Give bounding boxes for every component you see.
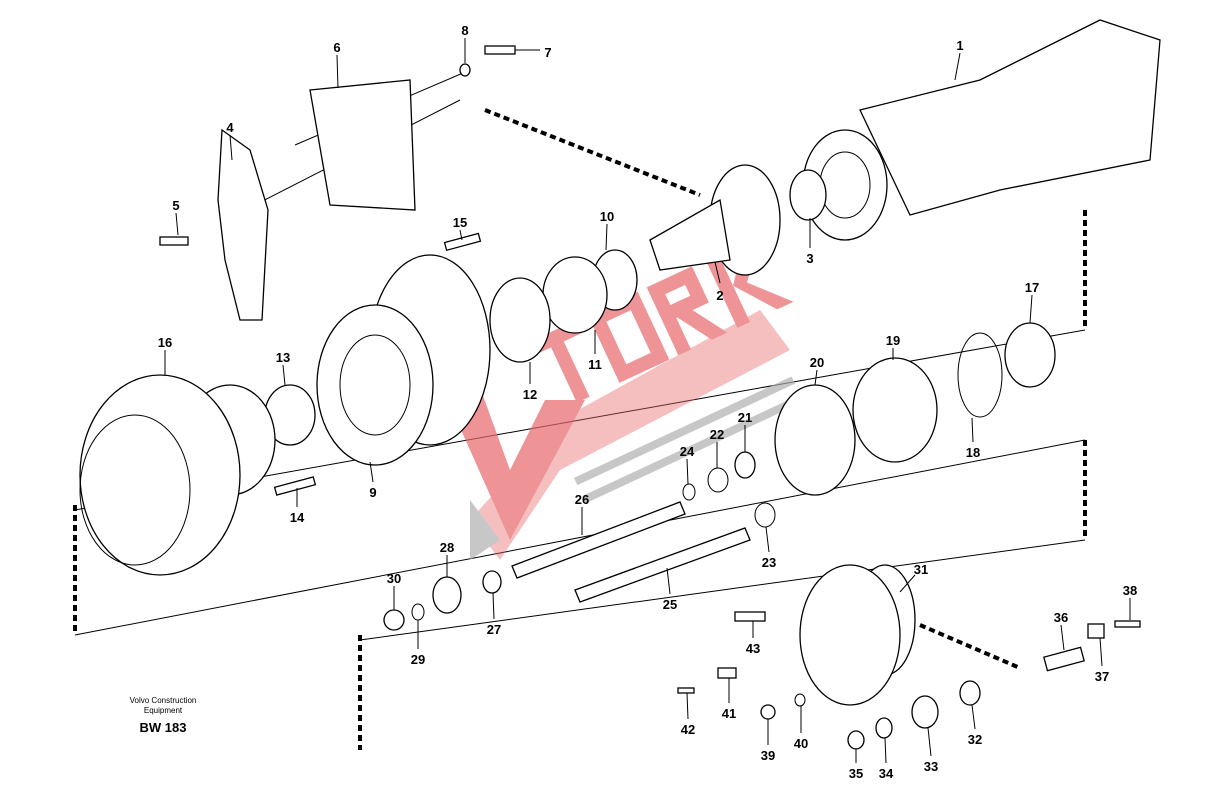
part-5-bolt <box>159 236 189 246</box>
part-20-ring-gear <box>774 384 856 496</box>
label-part-26[interactable]: 26 <box>575 492 589 507</box>
label-part-1[interactable]: 1 <box>956 38 963 53</box>
leader-lines <box>164 38 1131 764</box>
part-24-ring <box>682 483 696 501</box>
part-34-washer <box>875 717 893 739</box>
part-15-bolt <box>443 232 482 252</box>
part-31-cover <box>799 564 916 706</box>
part-labels: 1 2 3 4 5 6 7 8 9 10 11 12 13 14 15 16 1… <box>158 23 1137 781</box>
part-16-hub <box>79 374 276 576</box>
label-part-42[interactable]: 42 <box>681 722 695 737</box>
label-part-10[interactable]: 10 <box>600 209 614 224</box>
assembly-lines <box>73 69 1087 750</box>
label-part-28[interactable]: 28 <box>440 540 454 555</box>
label-part-41[interactable]: 41 <box>722 706 736 721</box>
label-part-13[interactable]: 13 <box>276 350 290 365</box>
label-part-24[interactable]: 24 <box>680 444 695 459</box>
part-1-axle-housing <box>802 19 1161 241</box>
part-36-pin <box>1043 646 1085 672</box>
label-part-17[interactable]: 17 <box>1025 280 1039 295</box>
part-7-bolt <box>484 45 516 55</box>
part-12-seal <box>489 277 551 363</box>
label-part-7[interactable]: 7 <box>544 45 551 60</box>
label-part-2[interactable]: 2 <box>716 288 723 303</box>
label-part-40[interactable]: 40 <box>794 736 808 751</box>
label-part-36[interactable]: 36 <box>1054 610 1068 625</box>
part-43-bolt <box>734 611 766 622</box>
label-part-25[interactable]: 25 <box>663 597 677 612</box>
part-28-gear <box>432 576 462 614</box>
part-30-bearing <box>383 609 405 631</box>
label-part-29[interactable]: 29 <box>411 652 425 667</box>
part-18-snap-ring <box>957 332 1003 418</box>
label-part-5[interactable]: 5 <box>172 198 179 213</box>
part-14-bolt <box>273 476 317 496</box>
label-part-23[interactable]: 23 <box>762 555 776 570</box>
part-38-screw <box>1114 620 1141 628</box>
label-part-15[interactable]: 15 <box>453 215 467 230</box>
part-39-plug <box>760 704 776 720</box>
label-part-19[interactable]: 19 <box>886 333 900 348</box>
part-2-spindle <box>649 164 781 276</box>
label-part-35[interactable]: 35 <box>849 766 863 781</box>
label-part-12[interactable]: 12 <box>523 387 537 402</box>
part-22-lock-washer <box>707 467 729 493</box>
label-part-14[interactable]: 14 <box>290 510 305 525</box>
part-29-ring <box>411 603 425 621</box>
credit-line-2: Equipment <box>143 706 183 715</box>
part-4-bracket <box>217 128 269 321</box>
label-part-39[interactable]: 39 <box>761 748 775 763</box>
drawing-code: BW 183 <box>139 720 187 735</box>
drawing-credit: Volvo Construction Equipment BW 183 <box>108 696 218 735</box>
label-part-27[interactable]: 27 <box>487 622 501 637</box>
part-25-shaft <box>574 527 751 603</box>
part-32-bearing <box>959 680 981 706</box>
label-part-11[interactable]: 11 <box>588 357 602 372</box>
part-9-brake-disc <box>316 254 491 466</box>
watermark-sanziman-letters <box>573 376 804 504</box>
part-40-seal <box>794 693 806 707</box>
part-42-pin <box>677 687 695 694</box>
label-part-33[interactable]: 33 <box>924 759 938 774</box>
label-part-22[interactable]: 22 <box>710 427 724 442</box>
label-part-38[interactable]: 38 <box>1123 583 1137 598</box>
label-part-6[interactable]: 6 <box>333 40 340 55</box>
part-19-planet-carrier <box>852 357 938 463</box>
label-part-21[interactable]: 21 <box>738 410 752 425</box>
label-part-8[interactable]: 8 <box>461 23 468 38</box>
label-part-16[interactable]: 16 <box>158 335 172 350</box>
part-17-bearing <box>1004 322 1056 388</box>
part-41-pin <box>717 667 737 679</box>
label-part-30[interactable]: 30 <box>387 571 401 586</box>
part-33-gear <box>911 695 939 729</box>
part-3-o-ring <box>789 169 827 221</box>
label-part-3[interactable]: 3 <box>806 251 813 266</box>
part-37-plate <box>1087 623 1105 639</box>
part-6-brake-caliper <box>309 79 416 211</box>
credit-line-1: Volvo Construction <box>129 696 197 705</box>
label-part-4[interactable]: 4 <box>226 120 234 135</box>
part-21-nut <box>734 451 756 479</box>
label-part-18[interactable]: 18 <box>966 445 980 460</box>
label-part-43[interactable]: 43 <box>746 641 760 656</box>
part-8-washer <box>459 63 471 77</box>
label-part-32[interactable]: 32 <box>968 732 982 747</box>
label-part-9[interactable]: 9 <box>369 485 376 500</box>
part-11-bearing <box>542 256 608 334</box>
part-26-shaft <box>511 501 686 579</box>
label-part-37[interactable]: 37 <box>1095 669 1109 684</box>
label-part-31[interactable]: 31 <box>914 562 928 577</box>
part-27-washer <box>482 570 502 594</box>
part-23-lock-washer <box>754 502 776 528</box>
label-part-34[interactable]: 34 <box>879 766 894 781</box>
label-part-20[interactable]: 20 <box>810 355 824 370</box>
part-35-washer <box>847 730 865 750</box>
